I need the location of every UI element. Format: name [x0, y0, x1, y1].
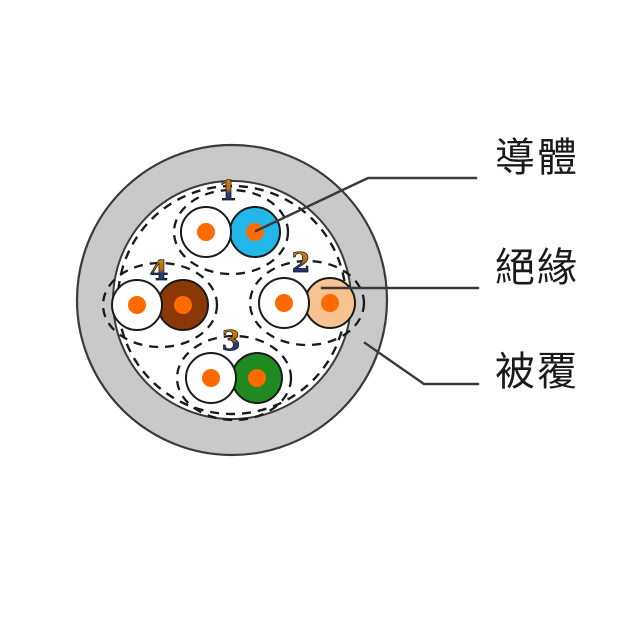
pair-3-conductor-white	[202, 369, 220, 387]
pair-4-dashed-outline	[101, 261, 219, 349]
twisted-pair-1	[172, 188, 290, 276]
pair-3-dashed-outline	[175, 334, 293, 422]
pair-2-conductor-white	[275, 294, 293, 312]
pair-2-conductor-colored	[321, 294, 339, 312]
pair-1-conductor-colored	[246, 223, 264, 241]
pair-2-dashed-outline	[248, 259, 366, 347]
pair-1-dashed-outline	[172, 188, 290, 276]
pair-4-conductor-colored	[174, 296, 192, 314]
pair-3-conductor-colored	[248, 369, 266, 387]
twisted-pair-2	[248, 259, 366, 347]
pair-1-conductor-white	[197, 223, 215, 241]
callout-label-conductor: 導體	[495, 135, 579, 181]
pair-3-number: 3	[222, 326, 241, 357]
leader-line-sheath	[363, 341, 480, 386]
pair-1-number: 1	[219, 176, 238, 207]
leader-line-conductor	[254, 176, 478, 233]
pair-number-group: 1 2 3 4	[149, 176, 311, 358]
pair-2-number: 2	[292, 248, 311, 279]
callout-leader-lines	[254, 176, 480, 386]
twisted-pair-4	[101, 261, 219, 349]
pair-4-conductor-white	[128, 296, 146, 314]
callout-label-sheath: 被覆	[495, 349, 579, 395]
pair-4-number: 4	[150, 256, 169, 287]
callout-label-insulation: 絕緣	[495, 245, 579, 291]
twisted-pair-3	[175, 334, 293, 422]
